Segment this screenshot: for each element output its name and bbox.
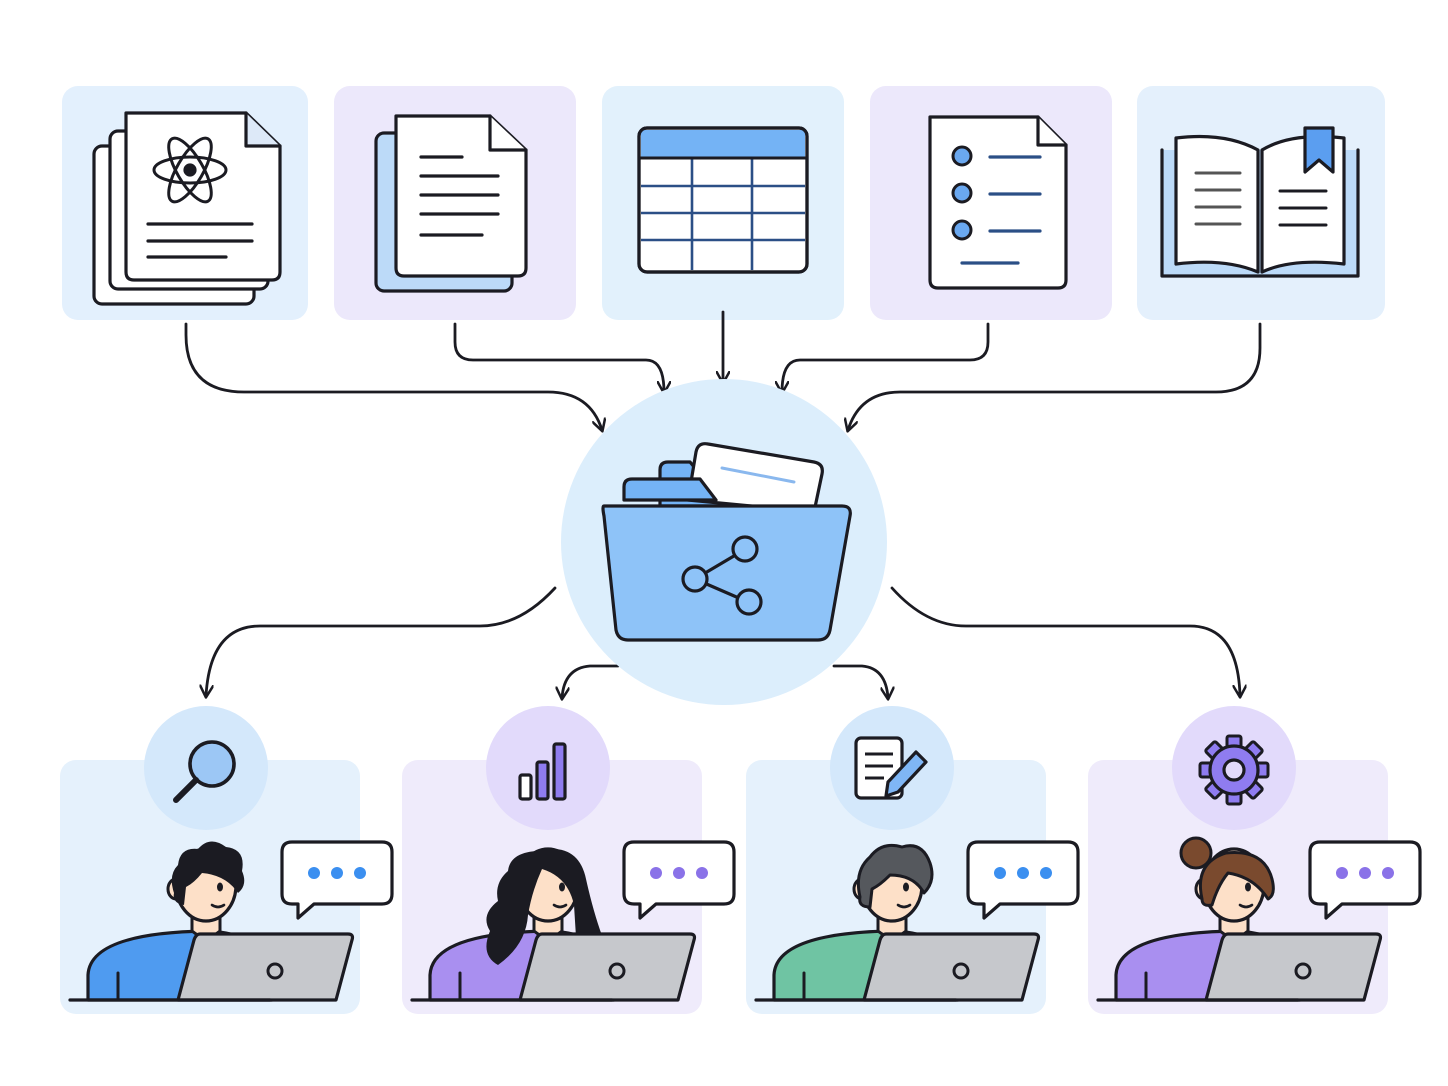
checklist-document-icon — [928, 115, 1068, 290]
magnifier-icon — [173, 740, 236, 803]
user-panel-researcher — [60, 706, 394, 1014]
chat-bubble-icon — [622, 840, 736, 920]
arrow-manual-to-hub — [848, 322, 1262, 430]
laptop-icon — [410, 932, 697, 1002]
chat-bubble-icon — [966, 840, 1080, 920]
arrow-hub-to-operator — [890, 586, 1240, 696]
arrow-hub-to-writer — [832, 664, 888, 698]
arrow-research-papers-to-hub — [184, 322, 602, 430]
laptop-icon — [68, 932, 355, 1002]
document-edit-icon — [854, 736, 928, 800]
laptop-icon — [754, 932, 1041, 1002]
hub — [561, 379, 887, 705]
table-icon — [637, 126, 809, 274]
shared-folder-icon — [601, 442, 852, 642]
user-panels — [60, 706, 1422, 1014]
user-panel-analyst — [402, 706, 736, 1014]
arrow-hub-to-researcher — [206, 586, 557, 696]
open-book-bookmark-icon — [1160, 126, 1360, 278]
laptop-icon — [1096, 932, 1383, 1002]
document-stack-icon — [374, 114, 528, 293]
user-panel-operator — [1088, 706, 1422, 1014]
bar-chart-icon — [518, 742, 567, 801]
atom-document-stack-icon — [92, 111, 282, 306]
arrow-text-documents-to-hub — [453, 322, 664, 392]
gear-icon — [1198, 734, 1270, 806]
arrow-hub-to-analyst — [562, 664, 620, 698]
chat-bubble-icon — [1308, 840, 1422, 920]
user-panel-writer — [746, 706, 1080, 1014]
chat-bubble-icon — [280, 840, 394, 920]
arrow-checklist-to-hub — [782, 322, 990, 392]
connectors — [184, 310, 1262, 698]
